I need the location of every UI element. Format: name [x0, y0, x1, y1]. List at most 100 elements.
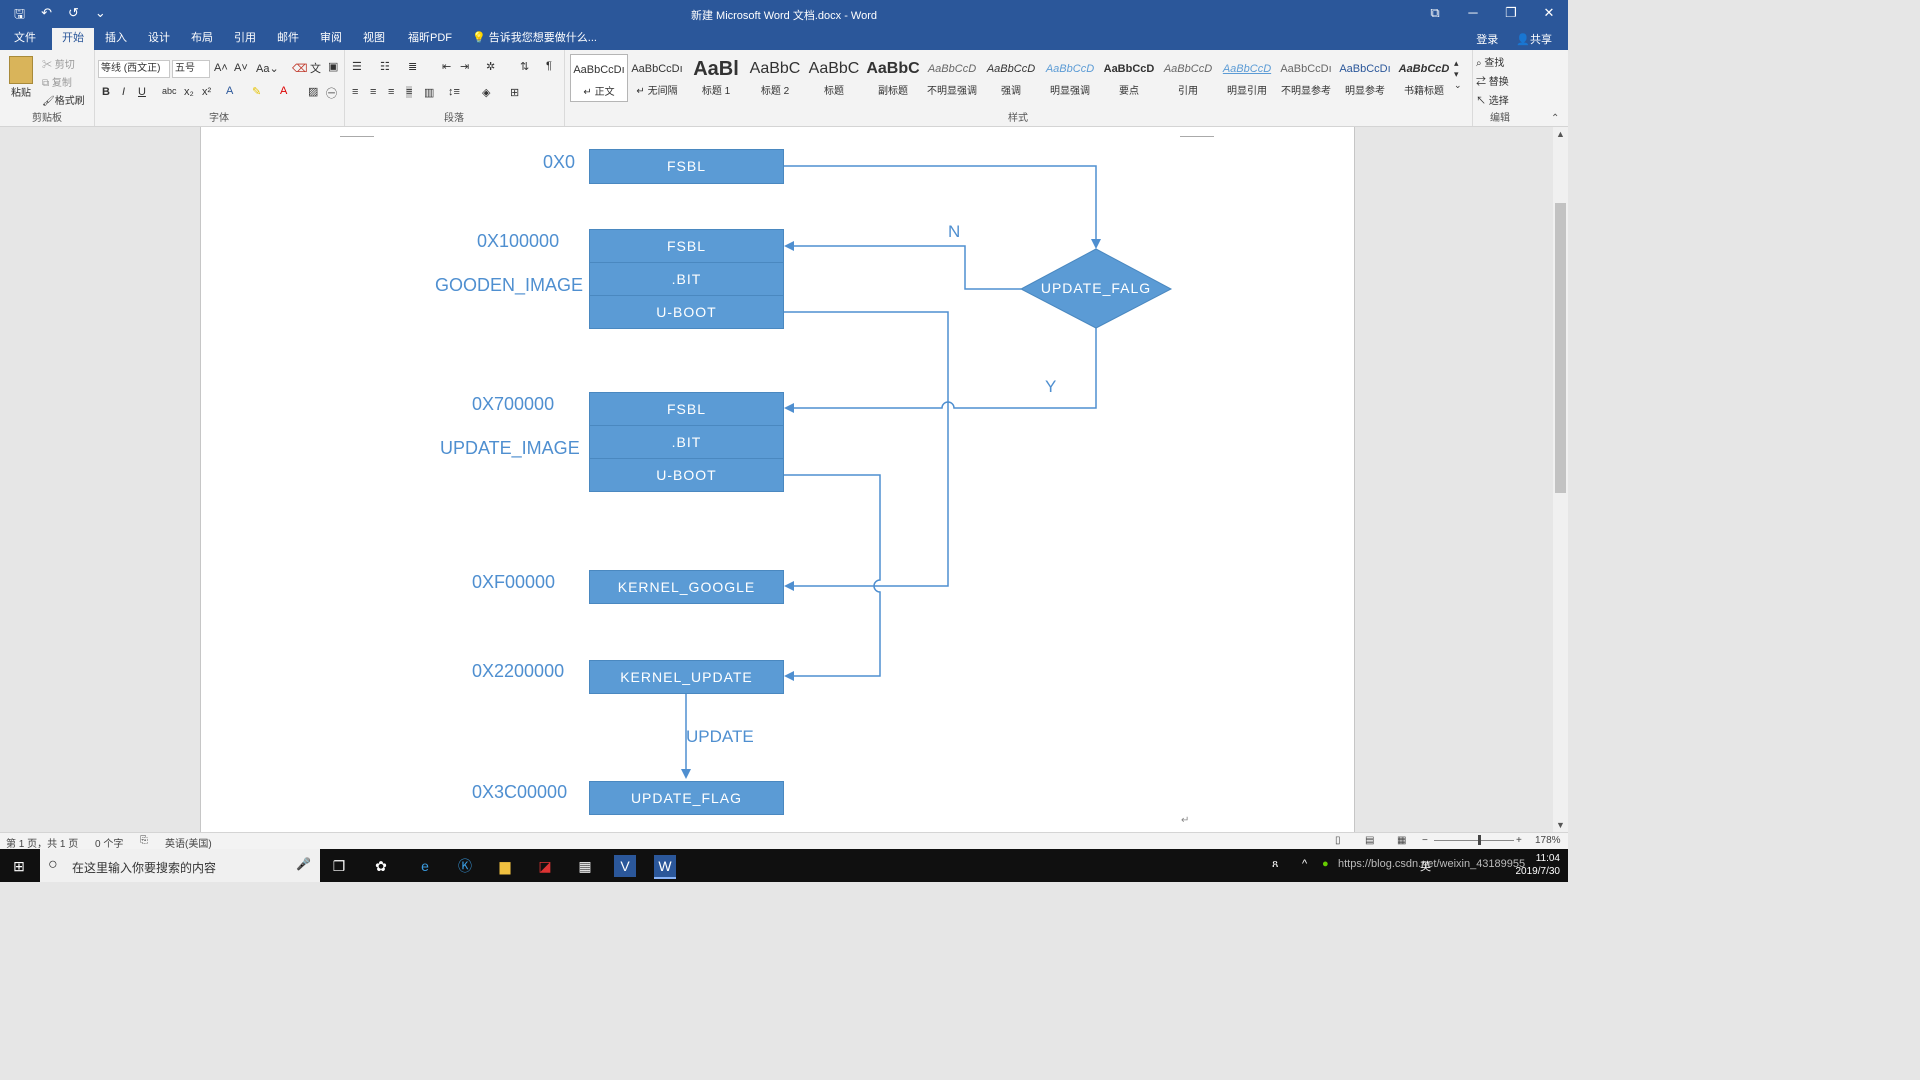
proofing-icon[interactable]: ⎘ — [140, 835, 148, 846]
font-color-icon[interactable]: A — [280, 85, 288, 97]
superscript-icon[interactable]: x² — [202, 86, 212, 98]
character-shading-icon[interactable]: ▨ — [308, 86, 319, 98]
update-fsbl-box[interactable]: FSBL — [589, 392, 784, 426]
calculator-icon[interactable]: ▦ — [578, 858, 592, 874]
page-count[interactable]: 第 1 页，共 1 页 — [6, 839, 79, 850]
clock[interactable]: 11:04 2019/7/30 — [1516, 852, 1561, 878]
vertical-scrollbar[interactable]: ▲ ▼ — [1553, 127, 1568, 832]
font-size-select[interactable]: 五号 — [172, 60, 210, 78]
font-name-select[interactable]: 等线 (西文正) — [98, 60, 170, 78]
paste-button[interactable]: 粘贴 — [8, 56, 34, 99]
tray-app-icon[interactable]: ● — [1322, 858, 1329, 870]
bold-icon[interactable]: B — [102, 86, 110, 98]
scroll-down-icon[interactable]: ▼ — [1556, 820, 1565, 830]
collapse-ribbon-icon[interactable]: ⌃ — [1551, 113, 1560, 124]
tab-design[interactable]: 设计 — [148, 32, 170, 44]
character-border-icon[interactable]: ▣ — [328, 61, 339, 73]
customize-qat-icon[interactable]: ⌄ — [94, 5, 106, 20]
share-button[interactable]: 👤共享 — [1516, 31, 1552, 47]
format-painter-button[interactable]: 🖌格式刷 — [42, 92, 85, 107]
text-effects-icon[interactable]: A — [226, 85, 234, 97]
distributed-icon[interactable]: ▥ — [424, 87, 435, 99]
enclose-characters-icon[interactable]: ㊀ — [326, 88, 337, 100]
find-button[interactable]: ⌕ 查找 — [1476, 54, 1509, 73]
tab-file[interactable]: 文件 — [14, 32, 36, 44]
highlight-icon[interactable]: ✎ — [252, 86, 262, 98]
numbering-icon[interactable]: ☷ — [380, 61, 390, 73]
save-icon[interactable]: 🖫 — [14, 6, 26, 21]
golden-bit-box[interactable]: .BIT — [589, 262, 784, 296]
change-case-icon[interactable]: Aa⌄ — [256, 63, 279, 75]
read-mode-icon[interactable]: ▯ — [1335, 835, 1341, 846]
minimize-button[interactable]: ─ — [1468, 5, 1478, 20]
increase-indent-icon[interactable]: ⇥ — [460, 61, 470, 73]
zoom-slider-thumb[interactable] — [1478, 835, 1481, 845]
tab-mailings[interactable]: 邮件 — [277, 32, 299, 44]
golden-uboot-box[interactable]: U-BOOT — [589, 295, 784, 329]
taskbar-search-box[interactable]: ○ 在这里输入你要搜索的内容 🎤 — [40, 849, 320, 882]
app-k-icon[interactable]: Ⓚ — [458, 858, 472, 874]
language-indicator[interactable]: 英语(美国) — [165, 839, 212, 850]
file-explorer-icon[interactable]: ▆ — [499, 858, 511, 874]
decrease-indent-icon[interactable]: ⇤ — [442, 61, 452, 73]
close-button[interactable]: ✕ — [1543, 5, 1555, 20]
shrink-font-icon[interactable]: A˅ — [234, 62, 248, 74]
replace-button[interactable]: ⇄ 替换 — [1476, 73, 1509, 92]
scrollbar-thumb[interactable] — [1555, 203, 1566, 493]
underline-icon[interactable]: U — [138, 86, 146, 98]
restore-button[interactable]: ❐ — [1505, 5, 1517, 20]
tab-layout[interactable]: 布局 — [191, 32, 213, 44]
select-button[interactable]: ↖ 选择 — [1476, 92, 1509, 111]
multilevel-list-icon[interactable]: ≣ — [408, 61, 418, 73]
task-view-icon[interactable]: ❐ — [332, 858, 346, 874]
redo-icon[interactable]: ↺ — [67, 5, 79, 20]
zoom-out-icon[interactable]: − — [1422, 835, 1428, 846]
show-marks-icon[interactable]: ¶ — [546, 60, 552, 72]
web-layout-icon[interactable]: ▦ — [1397, 835, 1407, 846]
print-layout-icon[interactable]: ▤ — [1365, 835, 1375, 846]
windows-start-icon[interactable]: ⊞ — [13, 858, 25, 874]
cut-button[interactable]: ✂ 剪切 — [42, 56, 75, 71]
tab-insert[interactable]: 插入 — [105, 32, 127, 44]
ime-indicator[interactable]: 英 — [1420, 861, 1431, 873]
style-normal[interactable]: AaBbCcDı↵ 正文 — [570, 54, 628, 102]
style-no-spacing[interactable]: AaBbCcDı↵ 无间隔 — [629, 54, 685, 100]
zoom-slider[interactable] — [1434, 840, 1514, 841]
strikethrough-icon[interactable]: abc — [162, 86, 177, 96]
tab-view[interactable]: 视图 — [363, 32, 385, 44]
ribbon-display-options-icon[interactable]: ⧉ — [1430, 5, 1440, 20]
word-taskbar-icon[interactable]: W — [654, 855, 676, 879]
bullets-icon[interactable]: ☰ — [352, 61, 362, 73]
phonetic-guide-icon[interactable]: 文 — [310, 63, 321, 75]
tab-review[interactable]: 审阅 — [320, 32, 342, 44]
tab-home[interactable]: 开始 — [52, 28, 94, 50]
people-icon[interactable]: ጸ — [1272, 858, 1279, 870]
tab-references[interactable]: 引用 — [234, 32, 256, 44]
zoom-in-icon[interactable]: + — [1516, 835, 1522, 846]
update-uboot-box[interactable]: U-BOOT — [589, 458, 784, 492]
fsbl-box[interactable]: FSBL — [589, 149, 784, 184]
chinese-layout-icon[interactable]: ✲ — [486, 61, 496, 73]
microphone-icon[interactable]: 🎤 — [296, 857, 311, 871]
shading-icon[interactable]: ◈ — [482, 87, 491, 99]
kernel-update-box[interactable]: KERNEL_UPDATE — [589, 660, 784, 694]
scroll-up-icon[interactable]: ▲ — [1556, 129, 1565, 139]
update-bit-box[interactable]: .BIT — [589, 425, 784, 459]
app-icon[interactable]: ✿ — [375, 858, 387, 874]
subscript-icon[interactable]: x₂ — [184, 86, 194, 98]
justify-icon[interactable]: ≡ — [406, 86, 413, 98]
update-flag-box[interactable]: UPDATE_FLAG — [589, 781, 784, 815]
tray-overflow-icon[interactable]: ^ — [1302, 858, 1308, 870]
line-spacing-icon[interactable]: ↕≡ — [448, 86, 460, 98]
